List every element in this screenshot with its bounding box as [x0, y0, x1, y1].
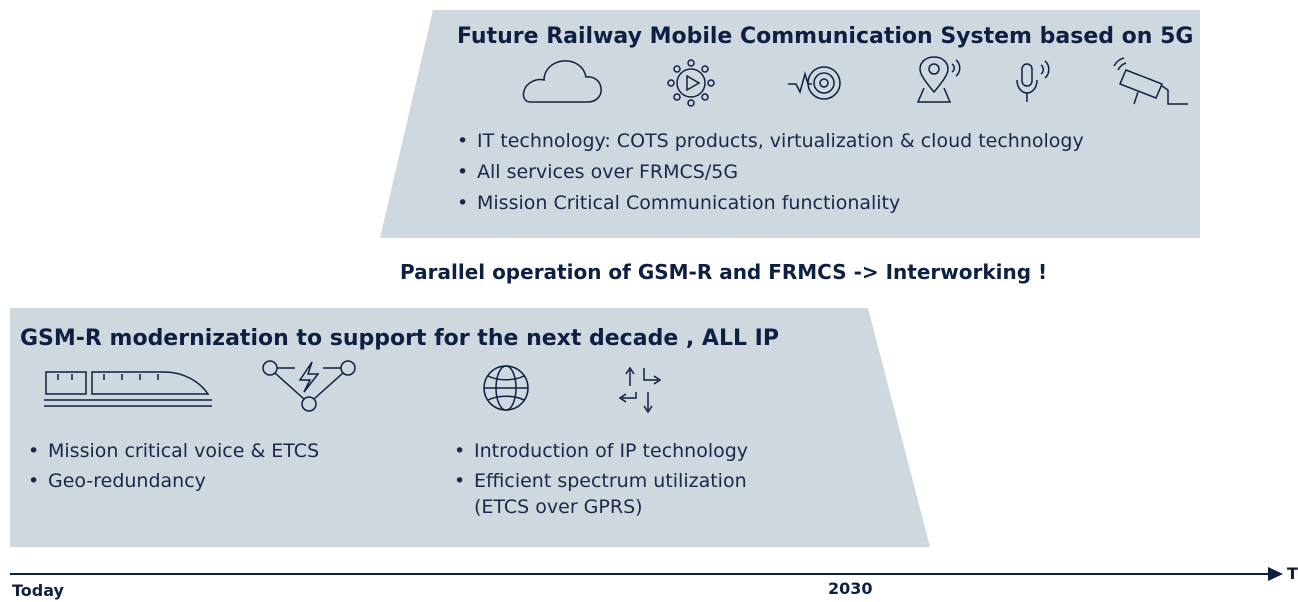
frmcs-title: Future Railway Mobile Communication Syst…	[457, 24, 1194, 49]
microphone-icon	[1014, 56, 1058, 106]
cloud-icon	[518, 58, 604, 104]
timeline-arrowhead	[1268, 567, 1283, 581]
cctv-camera-icon	[1112, 56, 1190, 108]
signal-target-icon	[788, 62, 842, 102]
frmcs-bullets: IT technology: COTS products, virtualiza…	[455, 126, 1084, 219]
globe-icon	[481, 363, 531, 413]
list-item: All services over FRMCS/5G	[455, 157, 1084, 188]
bullet-continuation: (ETCS over GPRS)	[474, 496, 643, 518]
list-item: Efficient spectrum utilization	[452, 466, 748, 496]
list-item: Mission Critical Communication functiona…	[455, 188, 1084, 219]
network-bolt-icon	[262, 360, 358, 412]
gsmr-bullets-left: Mission critical voice & ETCS Geo-redund…	[26, 436, 319, 496]
list-item: Geo-redundancy	[26, 466, 319, 496]
interworking-caption: Parallel operation of GSM-R and FRMCS ->…	[400, 260, 1048, 284]
list-item: Mission critical voice & ETCS	[26, 436, 319, 466]
gsmr-bullets-right: Introduction of IP technology Efficient …	[452, 436, 748, 496]
timeline-end-label: Time	[1287, 564, 1298, 583]
train-icon	[44, 368, 214, 408]
arrows-icon	[618, 366, 662, 414]
location-pin-icon	[916, 56, 968, 106]
gsmr-title: GSM-R modernization to support for the n…	[20, 326, 779, 351]
list-item: IT technology: COTS products, virtualiza…	[455, 126, 1084, 157]
timeline-start-label: Today	[12, 581, 64, 600]
timeline-mid-label: 2030	[828, 579, 873, 598]
play-gear-icon	[667, 59, 715, 107]
list-item: Introduction of IP technology	[452, 436, 748, 466]
